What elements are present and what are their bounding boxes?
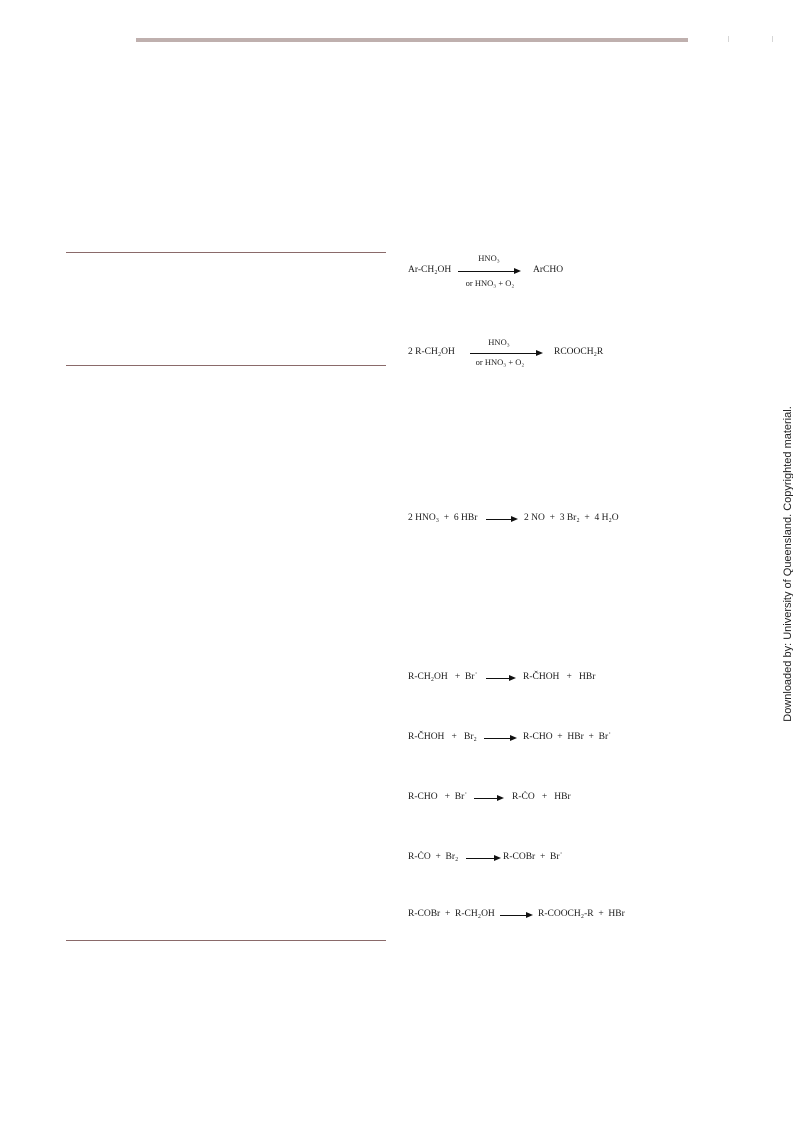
header-bar	[136, 38, 688, 42]
equation-2-product: RCOOCH₂R	[554, 347, 604, 357]
equation-8-arrow	[500, 915, 527, 916]
equation-6-products: R-ĊO + HBr	[512, 792, 571, 802]
equation-2-alt-reagent: or HNO₃ + O₂	[475, 357, 525, 367]
equation-4-arrow	[486, 678, 510, 679]
equation-4-products: R-ČHOH + HBr	[523, 672, 596, 682]
corner-mark-right	[772, 36, 773, 42]
equation-1-product: ArCHO	[533, 265, 564, 275]
equation-2-arrow	[470, 353, 538, 354]
equation-8-products: R-COOCH₂-R + HBr	[538, 909, 625, 919]
equation-2-reactant: 2 R-CH₂OH	[408, 347, 455, 357]
equation-1-arrow-head	[514, 268, 521, 274]
equation-2-arrow-head	[536, 350, 543, 356]
equation-7-reactants: R-ĊO + Br₂	[408, 852, 459, 862]
table-rule-bottom	[66, 940, 386, 941]
table-rule-middle	[66, 365, 386, 366]
equation-7-arrow	[466, 858, 495, 859]
corner-mark-left	[728, 36, 729, 42]
equation-3-products: 2 NO + 3 Br₂ + 4 H₂O	[524, 513, 619, 523]
equation-1-arrow	[458, 271, 516, 272]
equation-5-reactants: R-ČHOH + Br₂	[408, 732, 477, 742]
equation-8-arrow-head	[526, 912, 533, 918]
download-notice: Downloaded by: University of Queensland.…	[782, 406, 793, 722]
equation-4-reactants: R-CH₂OH + Br˙	[408, 672, 478, 682]
equation-6-reactants: R-CHO + Br˙	[408, 792, 468, 802]
equation-7-arrow-head	[494, 855, 501, 861]
table-rule-top	[66, 252, 386, 253]
equation-5-arrow-head	[510, 735, 517, 741]
equation-8-reactants: R-COBr + R-CH₂OH	[408, 909, 495, 919]
equation-4-arrow-head	[509, 675, 516, 681]
equation-1-alt-reagent: or HNO₃ + O₂	[465, 278, 515, 288]
equation-5-arrow	[484, 738, 511, 739]
equation-1-reactant: Ar-CH₂OH	[408, 265, 452, 275]
equation-3-arrow-head	[511, 516, 518, 522]
equation-3-reactants: 2 HNO₃ + 6 HBr	[408, 513, 478, 523]
equation-3-arrow	[486, 519, 512, 520]
equation-6-arrow	[474, 798, 498, 799]
equation-7-products: R-COBr + Br˙	[503, 852, 563, 862]
equation-6-arrow-head	[497, 795, 504, 801]
equation-5-products: R-CHO + HBr + Br˙	[523, 732, 612, 742]
equation-1-reagent: HNO₃	[478, 253, 500, 263]
equation-2-reagent: HNO₃	[488, 337, 510, 347]
